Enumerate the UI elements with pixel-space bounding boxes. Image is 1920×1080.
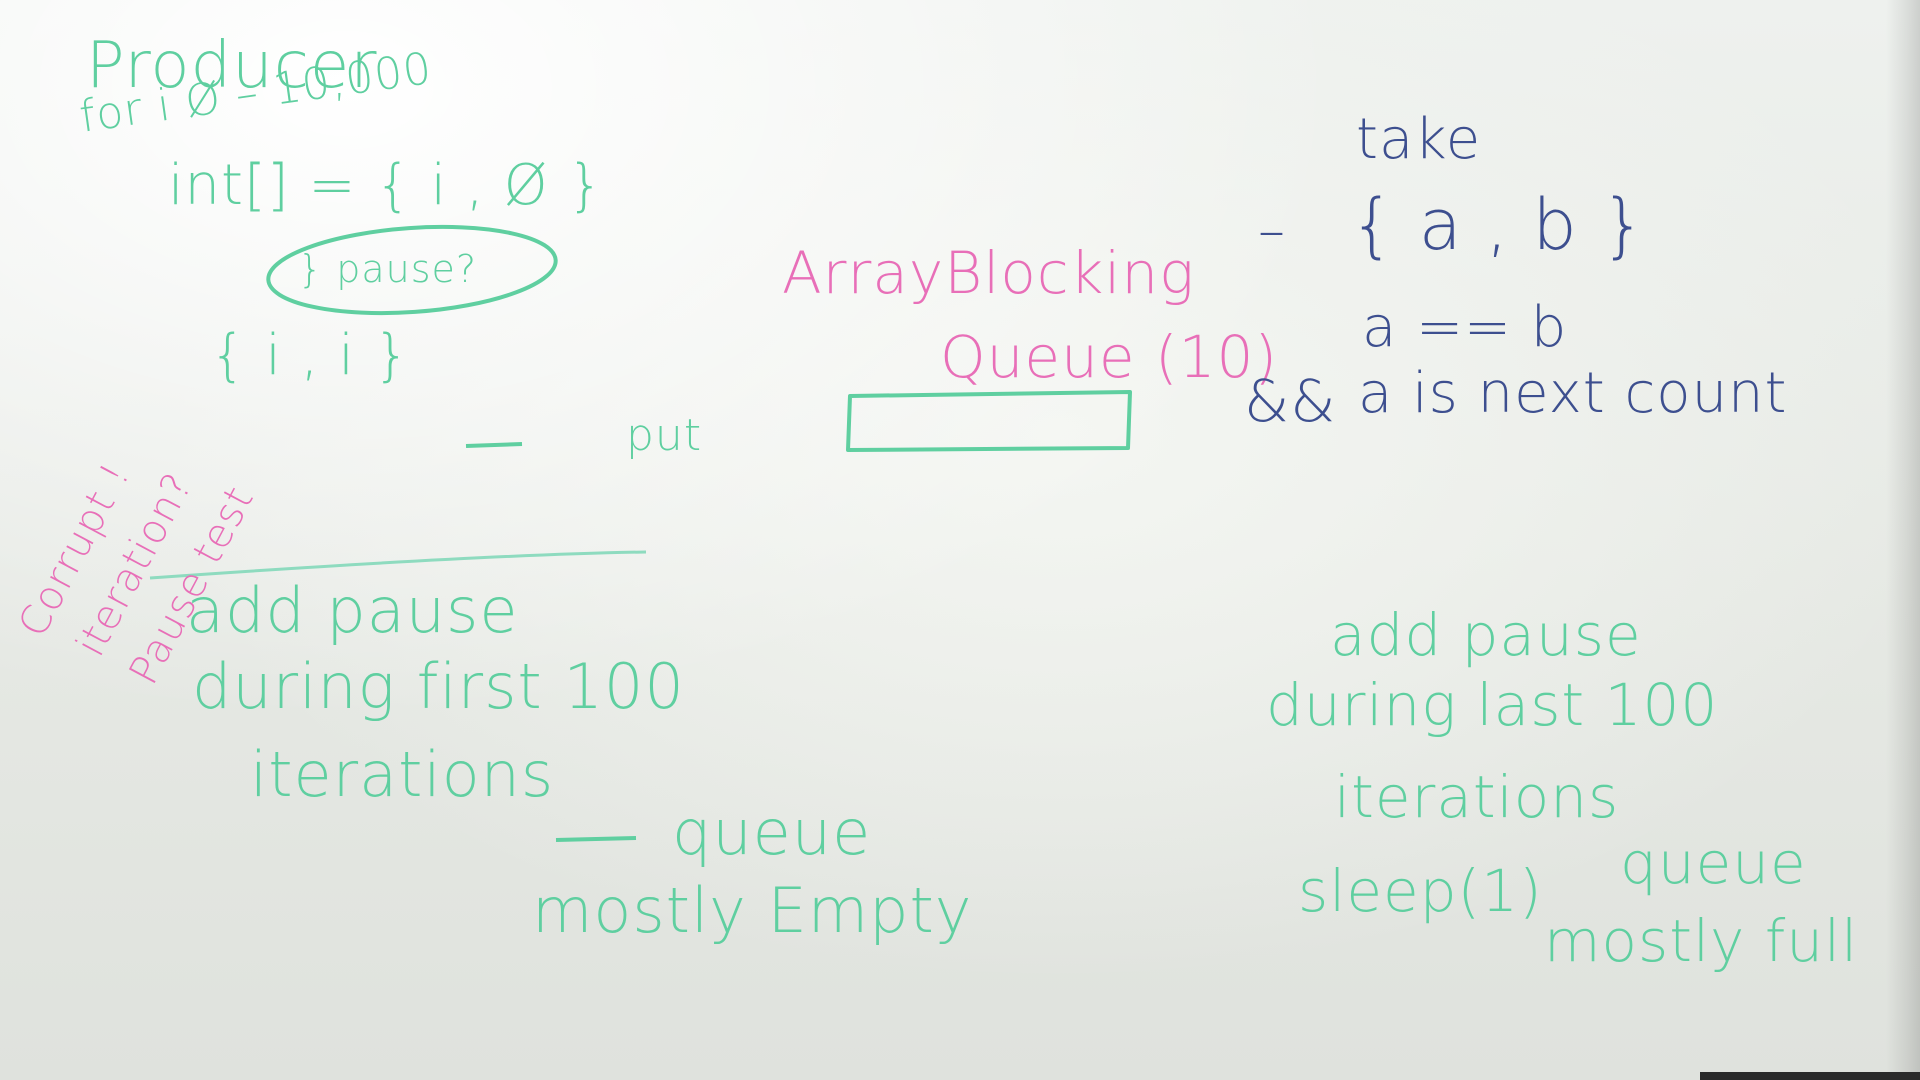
and-operator: && [1244, 367, 1337, 435]
producer-pair: { i , i } [210, 323, 411, 388]
pause-question: } pause? [298, 247, 478, 291]
next-count-check: a is next count [1358, 361, 1788, 426]
right-test-line3: iterations [1334, 763, 1620, 831]
board-edge-shadow [1886, 0, 1920, 1080]
sleep-call: sleep(1) [1298, 857, 1543, 925]
put-label: put [626, 410, 703, 461]
marker-tray [1700, 1072, 1920, 1080]
left-test-line3: iterations [250, 738, 555, 811]
right-queue-label: queue [1620, 829, 1807, 897]
left-queue-label: queue [672, 796, 872, 869]
producer-title: Producer [86, 29, 378, 103]
queue-name-line2: Queue (10) [940, 323, 1279, 391]
left-queue-state: mostly Empty [532, 874, 973, 947]
left-test-line2: during first 100 [192, 650, 685, 723]
equality-check: a == b [1362, 295, 1568, 360]
right-test-line1: add pause [1330, 601, 1642, 669]
consumer-dash: – [1258, 199, 1286, 262]
consumer-pair: { a , b } [1350, 184, 1647, 266]
queue-dash [555, 836, 637, 842]
queue-box [846, 390, 1132, 452]
left-test-line1: add pause [186, 574, 519, 647]
right-queue-state: mostly full [1544, 907, 1859, 975]
right-test-line2: during last 100 [1266, 671, 1719, 739]
take-label: take [1356, 107, 1482, 172]
queue-name-line1: ArrayBlocking [782, 239, 1195, 307]
put-dash [465, 442, 523, 448]
producer-array: int[] = { i , Ø } [168, 153, 605, 218]
